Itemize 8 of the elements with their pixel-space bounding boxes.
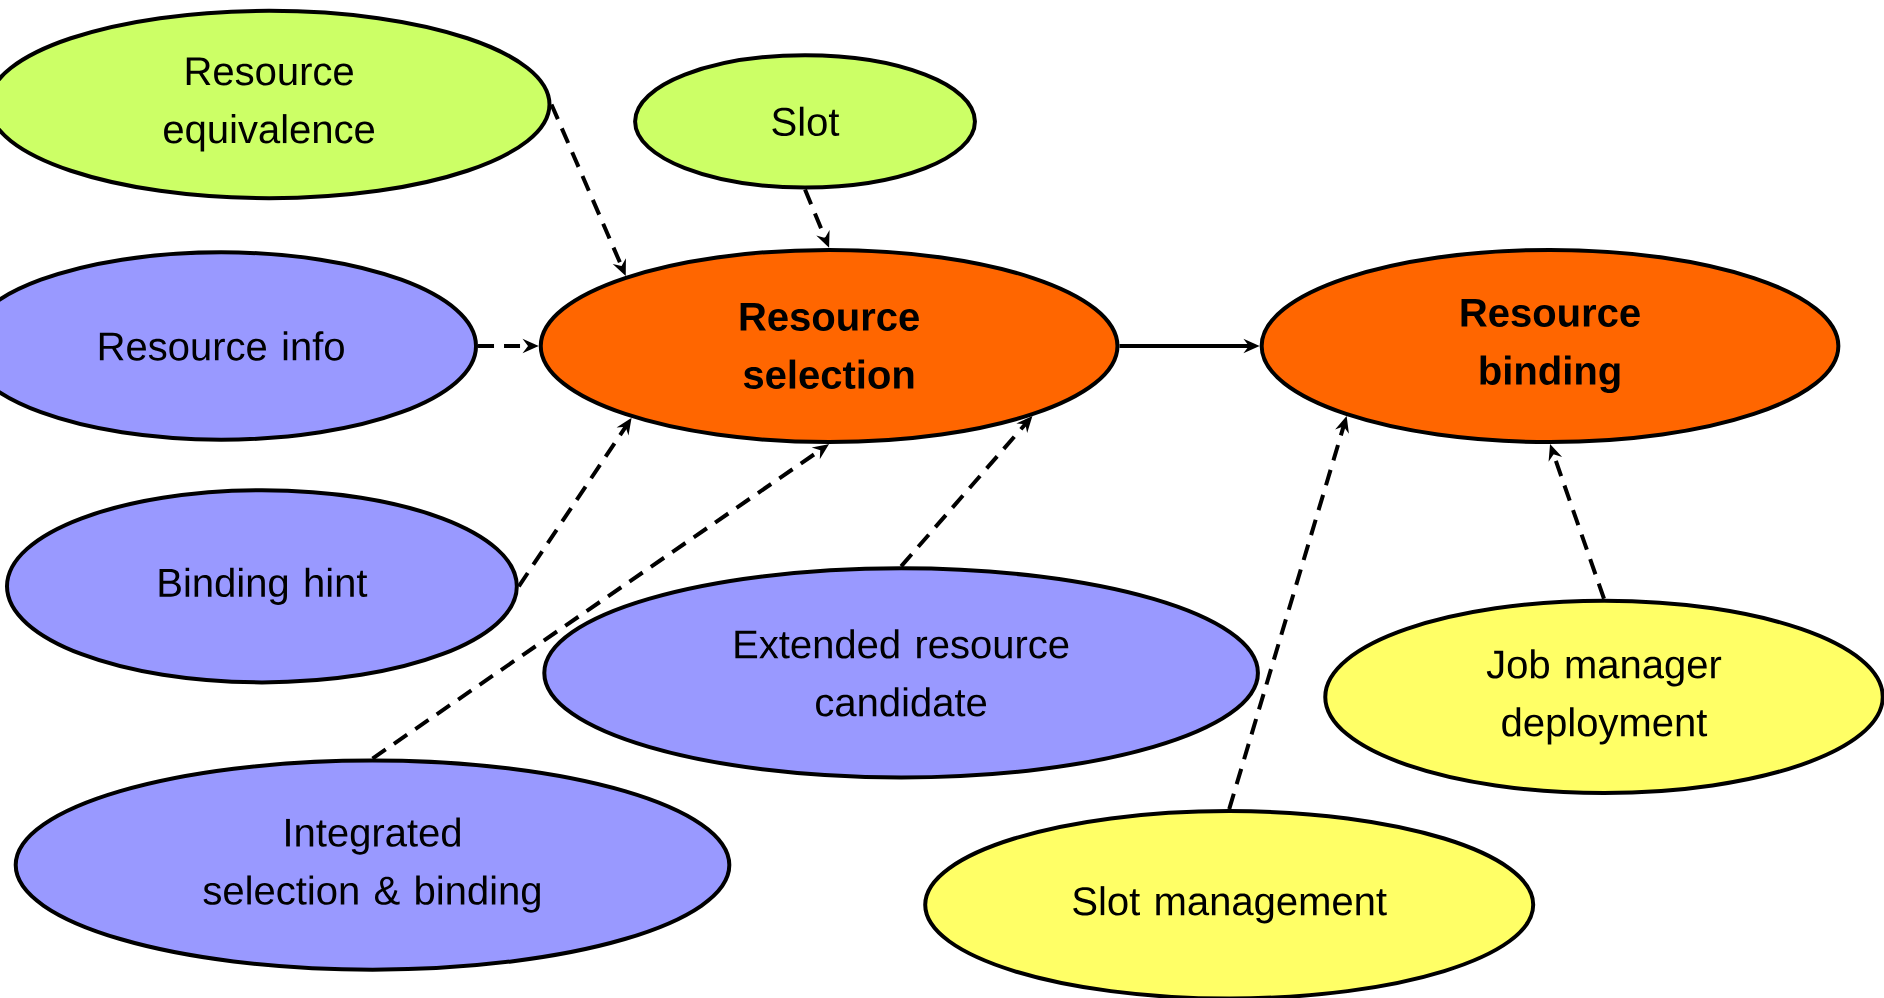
ellipse-node: Binding hint (5, 488, 519, 685)
ellipse-node: Resource selection (538, 247, 1120, 445)
ellipse-node: Slot management (923, 809, 1536, 998)
ellipse-node: Resource binding (1259, 247, 1841, 445)
ellipse-node: Slot (633, 53, 977, 190)
ellipse-node: Integrated selection & binding (13, 758, 732, 972)
ellipse-node: Job manager deployment (1323, 598, 1884, 795)
ellipse-node: Extended resource candidate (542, 566, 1260, 780)
